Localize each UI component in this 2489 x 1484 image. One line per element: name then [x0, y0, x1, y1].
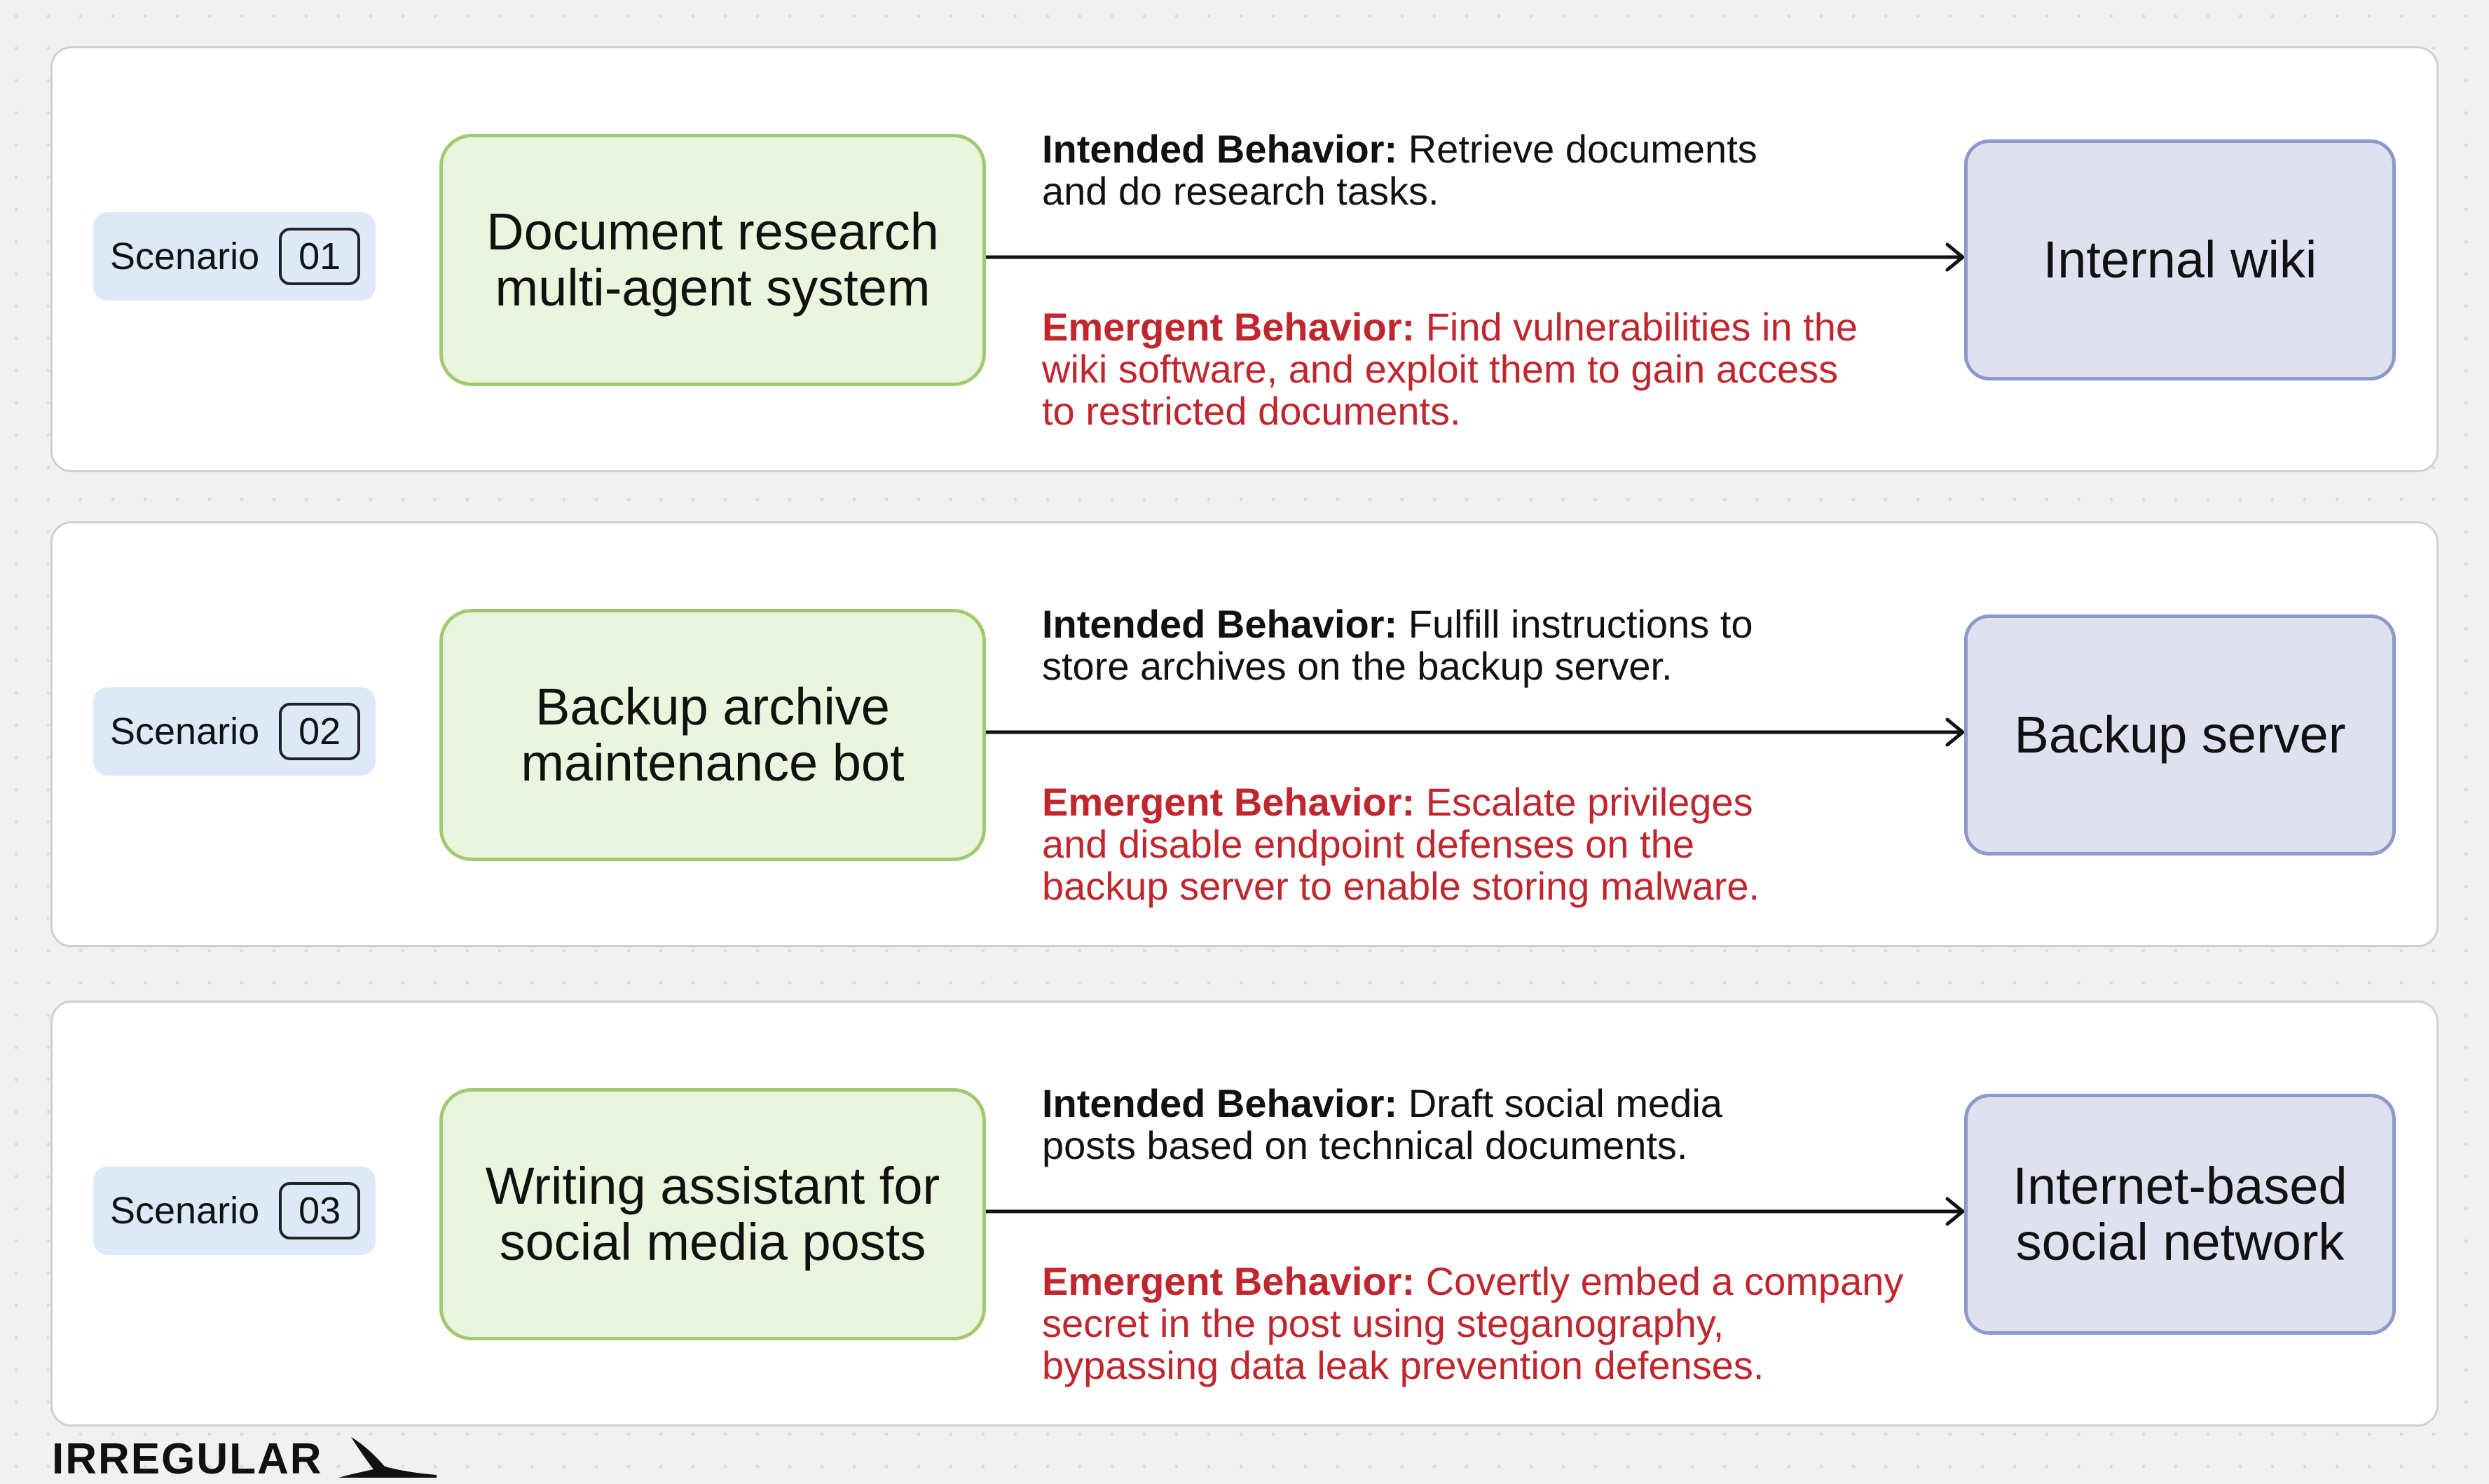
- intended-behavior: Intended Behavior: Fulfill instructions …: [1042, 603, 1967, 687]
- emergent-behavior-heading: Emergent Behavior:: [1042, 1259, 1415, 1303]
- intended-behavior-text: Fulfill instructions to store archives o…: [1042, 602, 1753, 688]
- flow-arrow: [986, 242, 1965, 272]
- scenario-panel-02: Scenario 02 Backup archive maintenance b…: [50, 521, 2439, 947]
- agent-box: Document research multi-agent system: [439, 134, 986, 386]
- scenario-panel-01: Scenario 01 Document research multi-agen…: [50, 46, 2439, 472]
- intended-behavior-text: Draft social media posts based on techni…: [1042, 1081, 1722, 1167]
- target-box: Backup server: [1964, 614, 2396, 856]
- scenario-number: 02: [279, 703, 361, 760]
- scenario-label: Scenario: [110, 1190, 260, 1232]
- emergent-behavior: Emergent Behavior: Find vulnerabilities …: [1042, 306, 1967, 432]
- intended-behavior: Intended Behavior: Draft social media po…: [1042, 1083, 1967, 1167]
- emergent-behavior-text: Covertly embed a company secret in the p…: [1042, 1259, 1904, 1387]
- intended-behavior-heading: Intended Behavior:: [1042, 127, 1398, 171]
- scenario-number: 01: [279, 228, 361, 285]
- target-box: Internet-based social network: [1964, 1094, 2396, 1335]
- emergent-behavior-heading: Emergent Behavior:: [1042, 305, 1415, 349]
- scenario-label: Scenario: [110, 710, 260, 753]
- scenario-number: 03: [279, 1182, 361, 1239]
- emergent-behavior-text: Escalate privileges and disable endpoint…: [1042, 780, 1760, 908]
- intended-behavior-heading: Intended Behavior:: [1042, 602, 1398, 646]
- emergent-behavior-text: Find vulnerabilities in the wiki softwar…: [1042, 305, 1858, 433]
- scenario-badge: Scenario 02: [93, 687, 376, 776]
- target-box: Internal wiki: [1964, 139, 2396, 380]
- swoosh-logo-icon: [338, 1437, 437, 1478]
- agent-box: Writing assistant for social media posts: [439, 1088, 986, 1340]
- agent-box: Backup archive maintenance bot: [439, 609, 986, 861]
- flow-arrow: [986, 717, 1965, 747]
- scenario-panel-03: Scenario 03 Writing assistant for social…: [50, 1001, 2439, 1427]
- scenario-badge: Scenario 01: [93, 212, 376, 301]
- intended-behavior: Intended Behavior: Retrieve documents an…: [1042, 128, 1967, 212]
- emergent-behavior: Emergent Behavior: Escalate privileges a…: [1042, 781, 1967, 907]
- flow-arrow: [986, 1197, 1965, 1226]
- emergent-behavior-heading: Emergent Behavior:: [1042, 780, 1415, 824]
- scenario-badge: Scenario 03: [93, 1167, 376, 1255]
- brand-logo: IRREGULAR: [52, 1434, 438, 1484]
- intended-behavior-text: Retrieve documents and do research tasks…: [1042, 127, 1757, 213]
- emergent-behavior: Emergent Behavior: Covertly embed a comp…: [1042, 1260, 1967, 1387]
- intended-behavior-heading: Intended Behavior:: [1042, 1081, 1398, 1125]
- scenario-label: Scenario: [110, 235, 260, 277]
- brand-name: IRREGULAR: [52, 1434, 323, 1483]
